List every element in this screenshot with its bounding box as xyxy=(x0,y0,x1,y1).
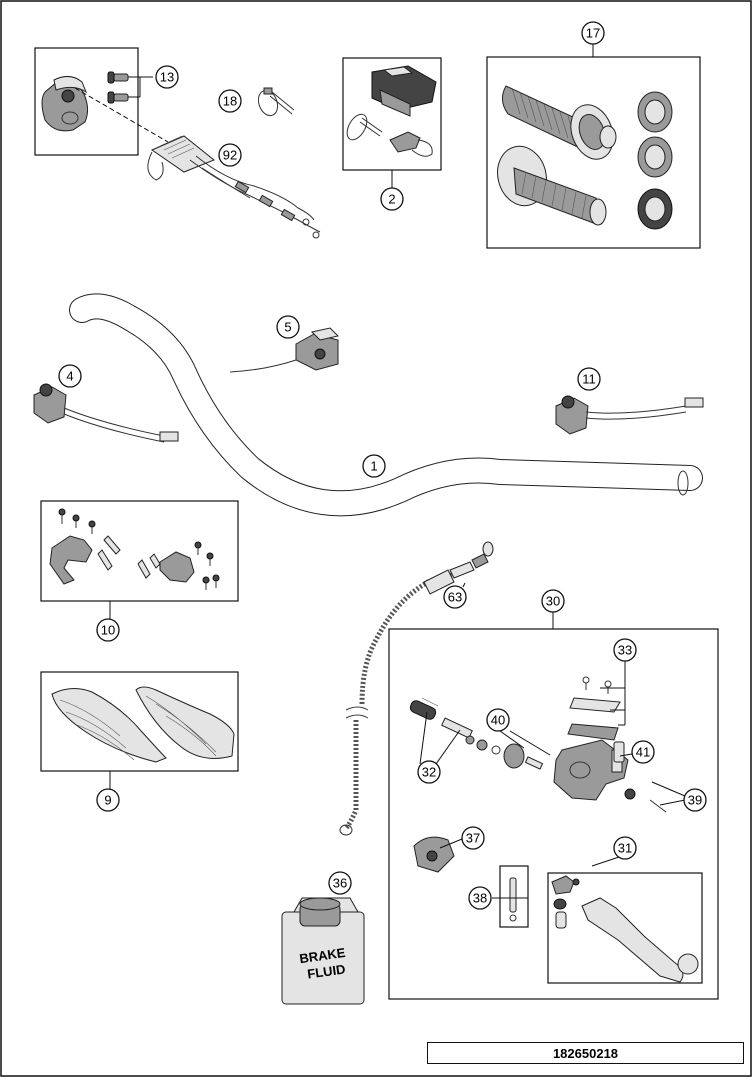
throttle-cables-drawing xyxy=(147,135,321,239)
brake-fluid-bottle: BRAKE FLUID xyxy=(281,897,365,1005)
svg-text:36: 36 xyxy=(333,876,347,891)
svg-text:17: 17 xyxy=(586,26,600,41)
callout-11: 11 xyxy=(577,367,601,391)
svg-text:11: 11 xyxy=(582,372,596,387)
throttle-housing-drawing xyxy=(41,71,169,143)
svg-text:1: 1 xyxy=(370,459,377,474)
callout-36: 36 xyxy=(328,871,352,895)
cable-guide-drawing xyxy=(346,65,437,157)
document-number: 182650218 xyxy=(427,1042,744,1064)
callout-40: 40 xyxy=(486,708,510,732)
svg-text:13: 13 xyxy=(160,70,174,85)
svg-text:39: 39 xyxy=(688,793,702,808)
handlebar-drawing xyxy=(69,293,703,517)
svg-text:32: 32 xyxy=(422,765,436,780)
callout-10: 10 xyxy=(96,618,120,642)
leader-lines xyxy=(109,44,686,899)
svg-text:37: 37 xyxy=(466,831,480,846)
svg-text:30: 30 xyxy=(546,594,560,609)
svg-text:40: 40 xyxy=(491,713,505,728)
grips-drawing xyxy=(497,85,673,230)
kill-switch-drawing xyxy=(229,327,339,373)
callout-9: 9 xyxy=(96,788,120,812)
box-pins xyxy=(499,865,529,928)
svg-text:18: 18 xyxy=(223,94,237,109)
callout-63: 63 xyxy=(443,585,467,609)
svg-text:63: 63 xyxy=(448,590,462,605)
svg-text:9: 9 xyxy=(104,793,111,808)
lever-mounts-drawing xyxy=(49,508,220,590)
box-brake-master-cylinder xyxy=(388,628,719,1000)
callout-39: 39 xyxy=(683,788,707,812)
svg-text:92: 92 xyxy=(223,148,237,163)
right-switch-drawing xyxy=(555,395,704,435)
callout-18: 18 xyxy=(218,89,242,113)
callout-92: 92 xyxy=(218,143,242,167)
master-cylinder-drawing xyxy=(409,676,699,983)
svg-text:4: 4 xyxy=(66,369,73,384)
callout-5: 5 xyxy=(276,315,300,339)
callout-30: 30 xyxy=(541,589,565,613)
fluid-label-line2: FLUID xyxy=(306,961,346,981)
svg-text:41: 41 xyxy=(636,745,650,760)
box-handguards xyxy=(40,671,239,772)
svg-text:2: 2 xyxy=(388,192,395,207)
callout-31: 31 xyxy=(613,836,637,860)
svg-text:31: 31 xyxy=(618,841,632,856)
left-switch-drawing xyxy=(33,383,179,443)
callout-13: 13 xyxy=(155,65,179,89)
cable-tie-drawing xyxy=(257,87,295,117)
callout-37: 37 xyxy=(461,826,485,850)
brake-line-drawing xyxy=(339,541,494,836)
box-brake-lever xyxy=(547,872,703,984)
svg-text:10: 10 xyxy=(101,623,115,638)
box-lever-mounts xyxy=(40,500,239,602)
callout-41: 41 xyxy=(631,740,655,764)
svg-text:38: 38 xyxy=(473,891,487,906)
callout-33: 33 xyxy=(613,638,637,662)
fluid-label-line1: BRAKE xyxy=(298,945,346,966)
callout-32: 32 xyxy=(417,760,441,784)
callout-4: 4 xyxy=(58,364,82,388)
callout-17: 17 xyxy=(581,21,605,45)
svg-text:33: 33 xyxy=(618,643,632,658)
box-throttle-housing xyxy=(34,47,139,156)
svg-text:5: 5 xyxy=(284,320,291,335)
callout-2: 2 xyxy=(380,187,404,211)
callout-38: 38 xyxy=(468,886,492,910)
callout-1: 1 xyxy=(362,454,386,478)
handguards-drawing xyxy=(51,686,235,763)
